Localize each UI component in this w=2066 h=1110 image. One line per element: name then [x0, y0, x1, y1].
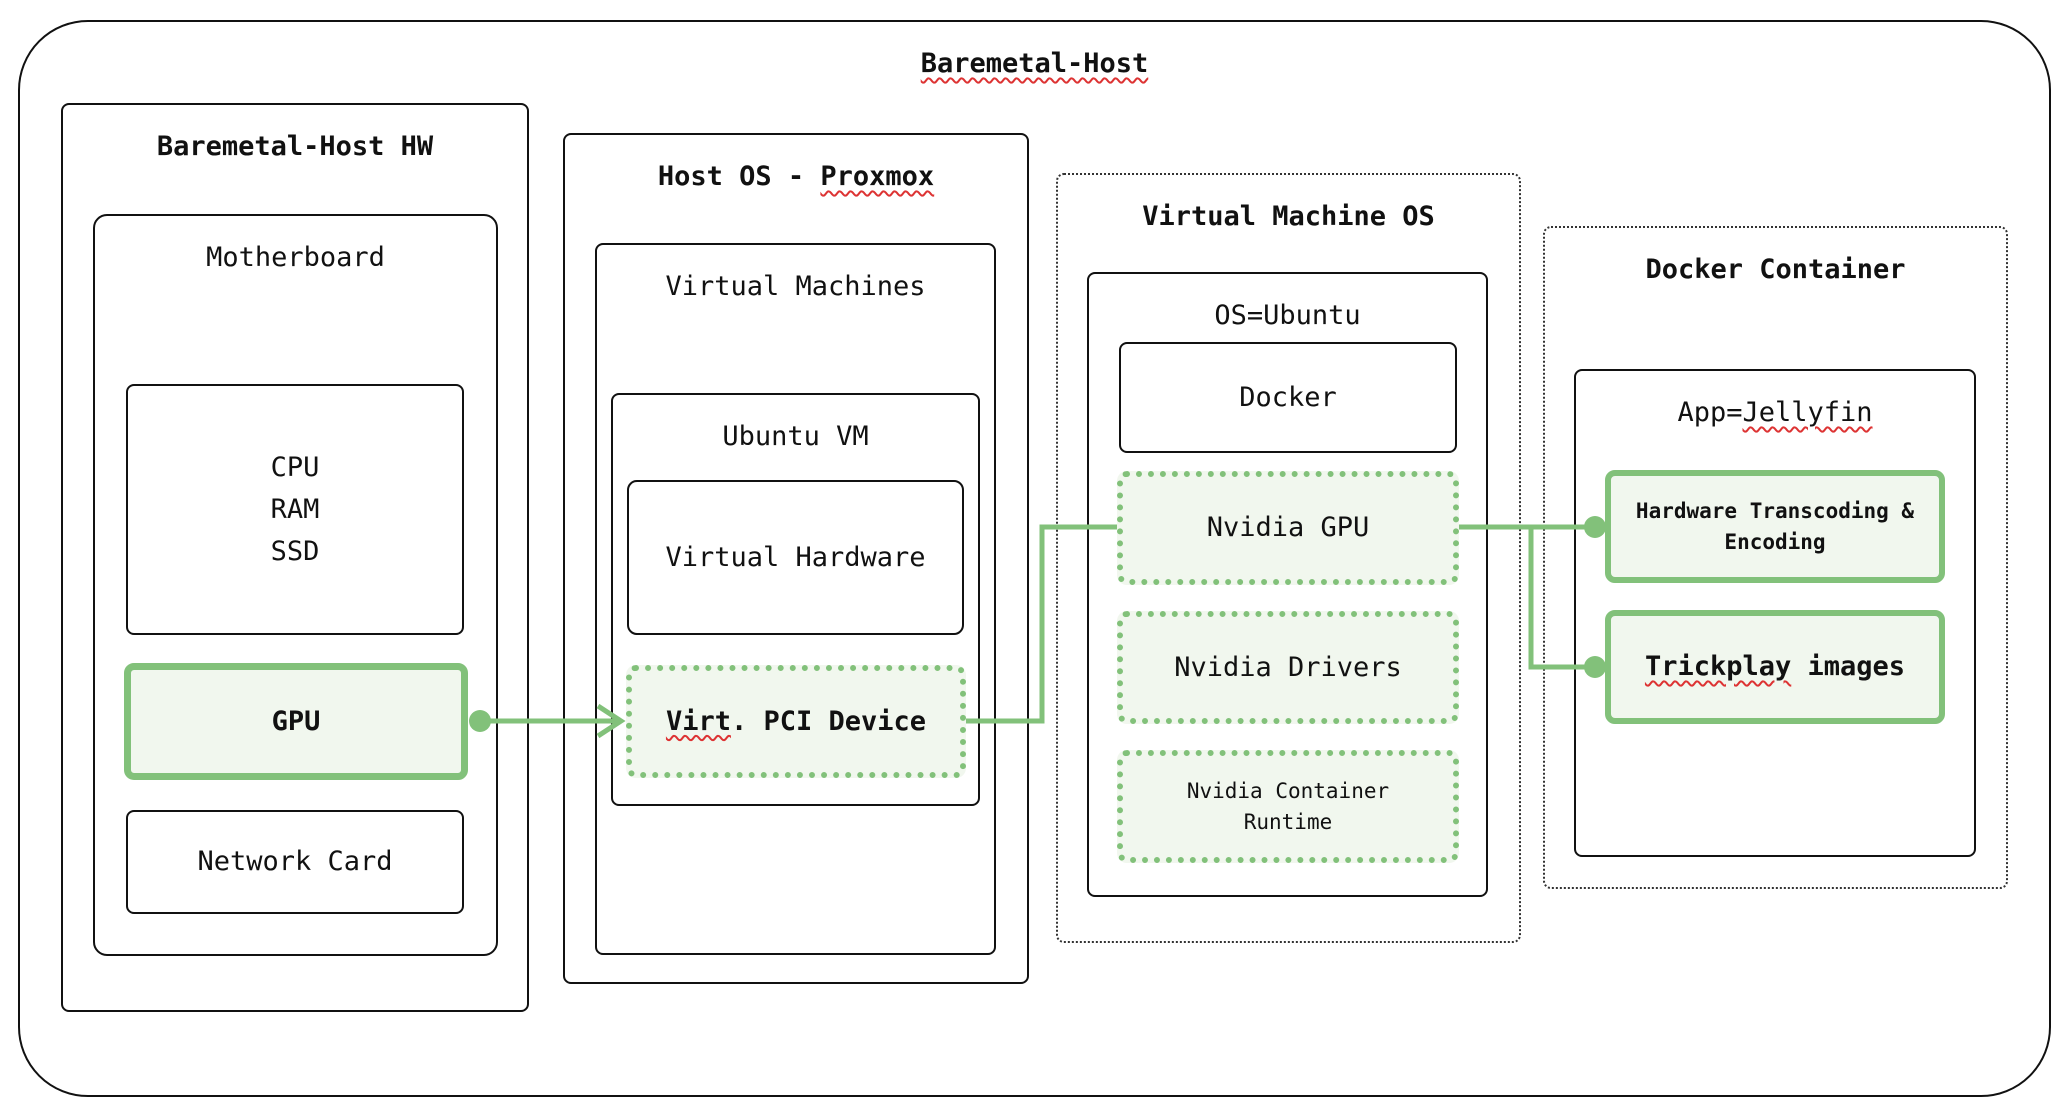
gpu-to-pci-arrowhead — [596, 703, 626, 739]
os-ubuntu-label: OS=Ubuntu — [1214, 300, 1361, 331]
pci-to-nvidia-gpu-connector — [966, 524, 1117, 724]
hostos-title-prefix: Host OS - — [657, 161, 821, 192]
ubuntu-vm-label: Ubuntu VM — [722, 421, 869, 452]
trickplay-spell: Trickplay — [1644, 651, 1792, 682]
gpu-connector-dot — [469, 710, 491, 732]
vmos-title: Virtual Machine OS — [1142, 201, 1435, 232]
virtual-hardware-box: Virtual Hardware — [627, 480, 964, 635]
docker-box: Docker — [1119, 342, 1457, 453]
app-jellyfin-spell: Jellyfin — [1742, 397, 1873, 428]
cpu-ram-ssd-box: CPU RAM SSD — [126, 384, 464, 635]
motherboard-label: Motherboard — [206, 242, 385, 273]
virt-pci-device-box: Virt. PCI Device — [626, 665, 966, 778]
hardware-transcoding-box: Hardware Transcoding & Encoding — [1605, 470, 1945, 583]
nvidia-gpu-to-trickplay-connector — [1528, 527, 1595, 670]
transcoding-connector-dot — [1584, 516, 1606, 538]
docker-container-title: Docker Container — [1645, 254, 1906, 285]
nvidia-container-runtime-box: Nvidia Container Runtime — [1117, 750, 1459, 863]
baremetal-host-title-text: Baremetal-Host — [920, 48, 1149, 79]
app-prefix: App= — [1677, 397, 1743, 428]
nvidia-gpu-box: Nvidia GPU — [1117, 471, 1459, 585]
app-jellyfin-label: App=Jellyfin — [1576, 397, 1974, 428]
hostos-title: Host OS - Proxmox — [565, 161, 1027, 192]
virtual-machines-label: Virtual Machines — [665, 271, 926, 302]
gpu-box: GPU — [124, 663, 468, 780]
virt-pci-rest: . PCI Device — [730, 705, 927, 737]
trickplay-images-box: Trickplay images — [1605, 610, 1945, 724]
nvidia-drivers-box: Nvidia Drivers — [1117, 611, 1459, 724]
trickplay-connector-dot — [1584, 656, 1606, 678]
network-card-box: Network Card — [126, 810, 464, 914]
baremetal-host-title: Baremetal-Host — [20, 48, 2049, 79]
trickplay-label: Trickplay images — [1645, 646, 1905, 688]
trickplay-rest: images — [1791, 651, 1906, 682]
hostos-title-proxmox: Proxmox — [820, 161, 935, 192]
virt-pci-spell: Virt — [665, 705, 731, 737]
hw-title: Baremetal-Host HW — [156, 131, 434, 162]
virt-pci-device-label: Virt. PCI Device — [666, 701, 926, 743]
